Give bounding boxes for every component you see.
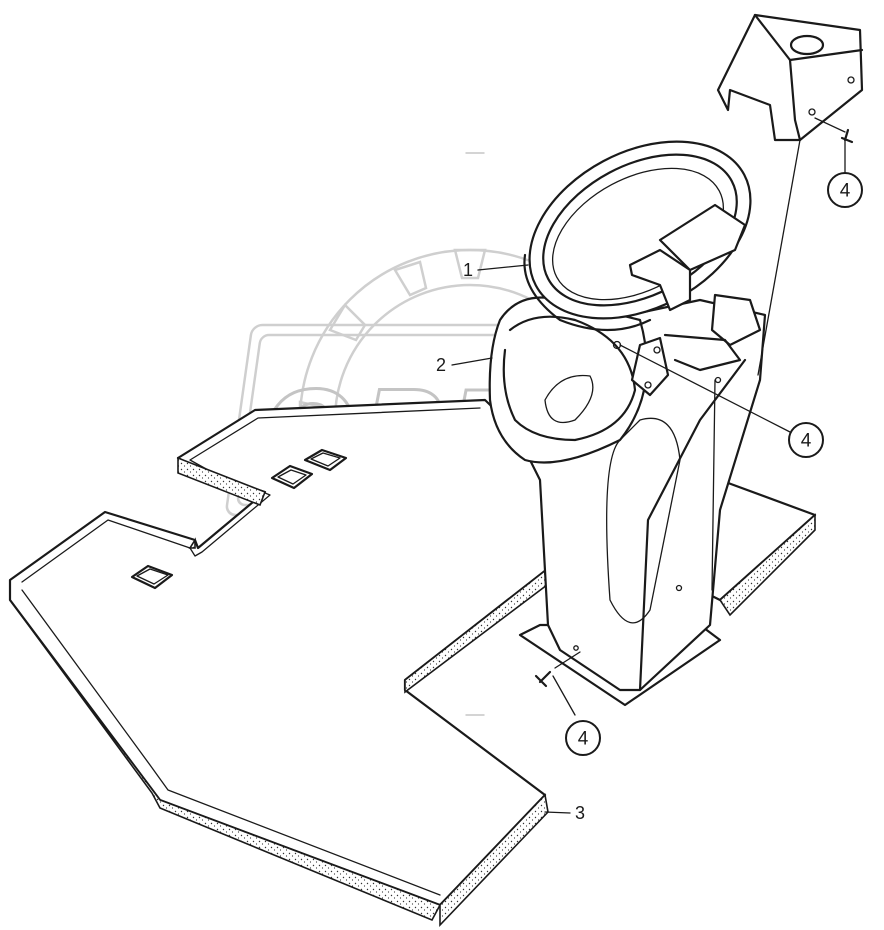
bolt-bottom	[534, 651, 581, 716]
part-label-2: 2	[436, 355, 446, 375]
leader-part-3	[544, 811, 571, 814]
seat-cushion	[523, 140, 752, 332]
mat-cutout-right	[303, 448, 348, 472]
mat-cutout-left	[270, 464, 314, 490]
bolt-middle	[612, 340, 791, 433]
leader-part-2	[451, 357, 493, 366]
floor-mat	[8, 398, 613, 927]
svg-text:4: 4	[801, 431, 812, 452]
svg-text:4: 4	[578, 729, 589, 750]
callout-4-bottom: 4	[565, 720, 601, 756]
part-label-1: 1	[463, 260, 473, 280]
mat-cutout-front	[130, 564, 174, 590]
seat-brackets	[628, 203, 762, 397]
leader-part-1	[477, 264, 529, 271]
callout-4-middle-right: 4	[788, 422, 824, 458]
svg-text:4: 4	[840, 181, 851, 202]
part-label-3: 3	[575, 803, 585, 823]
seat-backrest	[488, 296, 648, 464]
top-cover	[716, 13, 864, 376]
callout-4-top-right: 4	[827, 172, 863, 208]
